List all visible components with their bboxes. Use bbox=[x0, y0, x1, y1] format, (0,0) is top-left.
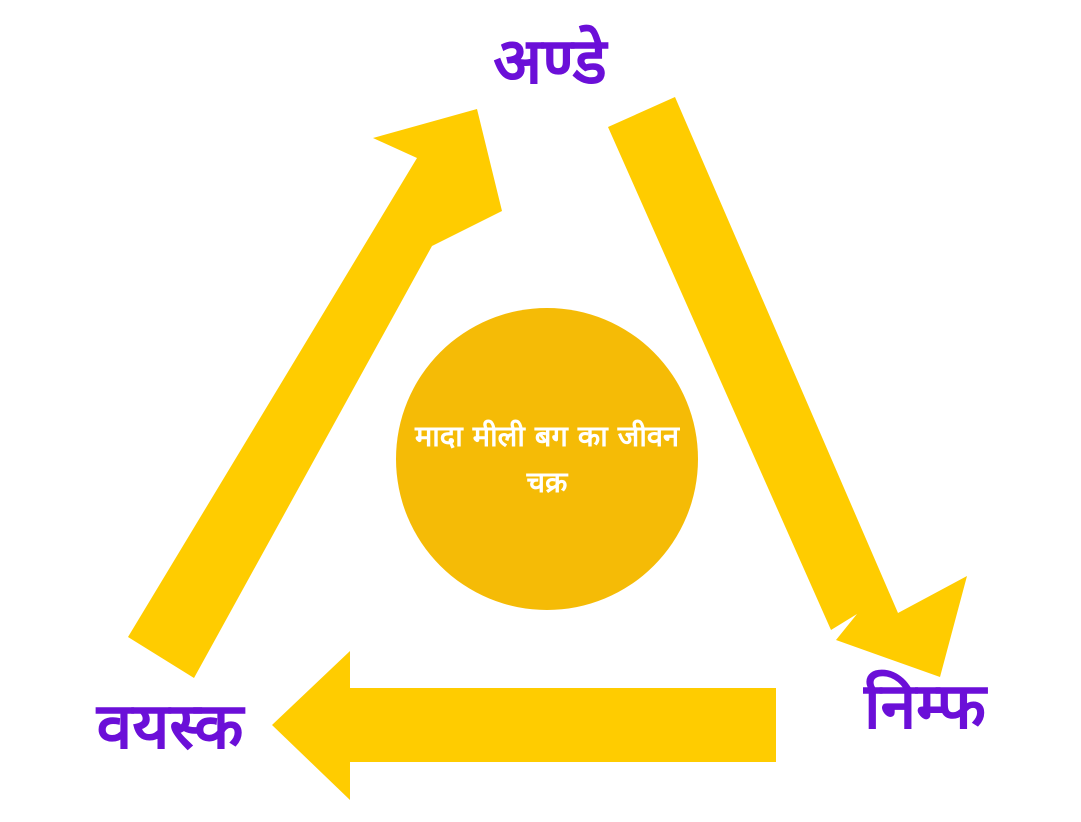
arrow-eggs-to-nymph bbox=[608, 97, 967, 677]
arrow-adult-to-eggs bbox=[128, 109, 502, 678]
stage-label-adult: वयस्क bbox=[96, 690, 244, 764]
center-title: मादा मीली बग का जीवन चक्र bbox=[414, 418, 680, 499]
center-circle: मादा मीली बग का जीवन चक्र bbox=[396, 308, 698, 610]
arrow-nymph-to-adult bbox=[272, 651, 776, 800]
stage-label-nymph: निम्फ bbox=[864, 670, 986, 744]
stage-label-eggs: अण्डे bbox=[493, 25, 607, 99]
